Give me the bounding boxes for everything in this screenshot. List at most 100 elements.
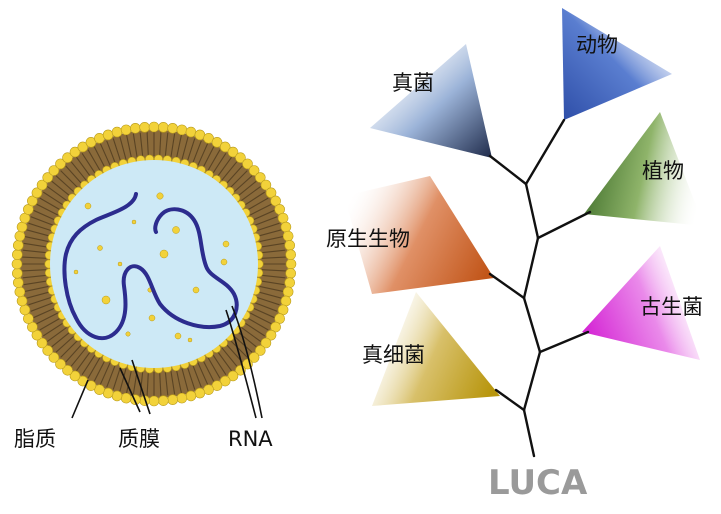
cytoplasm-particle: [84, 202, 92, 210]
lipid-tail: [233, 175, 253, 193]
outer-lipid-head: [19, 304, 31, 316]
lipid-tail: [26, 229, 50, 237]
outer-lipid-head: [42, 345, 54, 356]
label-plants: 植物: [642, 159, 684, 183]
label-lipid: 脂质: [14, 427, 56, 451]
lipid-tail: [30, 302, 54, 312]
cell-interior: [50, 160, 258, 368]
outer-lipid-head: [176, 124, 188, 136]
lipid-tail: [260, 242, 285, 248]
outer-lipid-head: [36, 179, 48, 191]
lipid-tail: [65, 165, 83, 185]
lipid-tail: [258, 291, 282, 299]
lipid-leader-line: [71, 379, 89, 419]
outer-lipid-head: [260, 179, 272, 191]
lipid-tail: [33, 307, 56, 319]
lipid-tail: [28, 222, 52, 232]
outer-lipid-head: [176, 392, 188, 404]
lipid-tail: [225, 165, 243, 185]
cytoplasm-particle: [159, 249, 169, 259]
outer-lipid-head: [120, 392, 132, 404]
outer-lipid-head: [55, 158, 66, 170]
outer-lipid-head: [260, 337, 272, 349]
label-bacteria: 真菌: [392, 71, 434, 95]
lipid-tail: [202, 359, 215, 382]
outer-lipid-head: [285, 249, 296, 260]
lipid-tail: [146, 371, 149, 396]
outer-lipid-head: [194, 387, 206, 399]
rna-leader-line: [225, 305, 263, 419]
lipid-tail: [261, 269, 286, 272]
lipid-tail: [75, 351, 91, 372]
lipid-tail: [146, 132, 149, 157]
outer-lipid-head: [242, 158, 253, 170]
lipid-tail: [119, 368, 127, 392]
lipid-tail: [26, 291, 50, 299]
outer-lipid-head: [111, 126, 123, 138]
cytoplasm-particle: [148, 314, 156, 322]
lipid-tail: [259, 236, 284, 243]
branch-archaea: [538, 330, 590, 354]
outer-lipid-head: [120, 124, 132, 136]
lipid-tail: [241, 327, 262, 343]
lipid-tail: [22, 269, 47, 272]
lipid-tail: [159, 371, 162, 396]
lipid-tail: [51, 331, 71, 348]
outer-lipid-heads: [11, 121, 297, 407]
outer-lipid-head: [48, 352, 60, 363]
cytoplasm-particle: [174, 332, 182, 340]
outer-lipid-head: [139, 122, 150, 133]
outer-lipid-head: [158, 395, 169, 406]
branch-fungi: [494, 388, 526, 412]
outer-lipid-head: [219, 375, 231, 387]
lipid-tail: [249, 312, 272, 325]
outer-lipid-head: [227, 146, 239, 158]
lipid-tail: [252, 307, 275, 319]
lipid-tail: [258, 229, 282, 237]
outer-lipid-head: [185, 126, 197, 138]
lipid-tail: [23, 242, 48, 248]
lipid-tail: [93, 146, 106, 169]
lipid-tail: [65, 343, 83, 363]
outer-lipid-head: [185, 390, 197, 402]
outer-lipid-head: [270, 321, 281, 333]
lipid-tail: [126, 369, 133, 394]
lipid-tail: [175, 369, 182, 394]
phylogenetic-tree: 真菌 动物 植物 原生生物 古生菌 真细菌 LUCA: [326, 8, 704, 503]
lipid-tail: [244, 191, 266, 206]
label-protists: 原生生物: [326, 227, 410, 251]
cytoplasm-particle: [97, 245, 103, 251]
cytoplasm-particle: [220, 258, 228, 266]
lipid-tail: [132, 133, 138, 158]
clade-fungi-triangle: [372, 292, 500, 406]
cytoplasm-particles: [73, 192, 230, 343]
lipid-tail: [99, 362, 111, 385]
lipid-tail: [256, 222, 280, 232]
lipid-tail: [197, 362, 209, 385]
outer-lipid-head: [148, 395, 160, 407]
cytoplasm-particle: [117, 261, 123, 267]
cytoplasm-particle: [125, 331, 131, 337]
membrane-leader-line: [119, 359, 151, 415]
rna-strand: [62, 192, 239, 341]
cytoplasm-particle: [156, 192, 164, 200]
lipid-tail: [229, 339, 248, 358]
label-membrane: 质膜: [118, 427, 160, 451]
lipid-tail: [237, 180, 257, 197]
outer-lipid-head: [42, 172, 54, 183]
protocell: 脂质 质膜 RNA: [11, 121, 297, 451]
outer-lipid-head: [211, 137, 223, 148]
lipid-tail: [159, 132, 162, 157]
outer-lipid-head: [48, 165, 60, 176]
lipid-tail: [55, 335, 75, 353]
lipid-tail: [81, 354, 96, 376]
outer-lipid-head: [227, 370, 239, 382]
branch-trunk: [522, 408, 536, 458]
lipid-tail: [252, 209, 275, 221]
lipid-tail: [42, 322, 64, 337]
outer-lipid-head: [77, 141, 89, 153]
clade-bacteria-triangle: [370, 44, 492, 158]
lipid-tail: [221, 161, 238, 181]
outer-lipid-head: [167, 394, 178, 406]
